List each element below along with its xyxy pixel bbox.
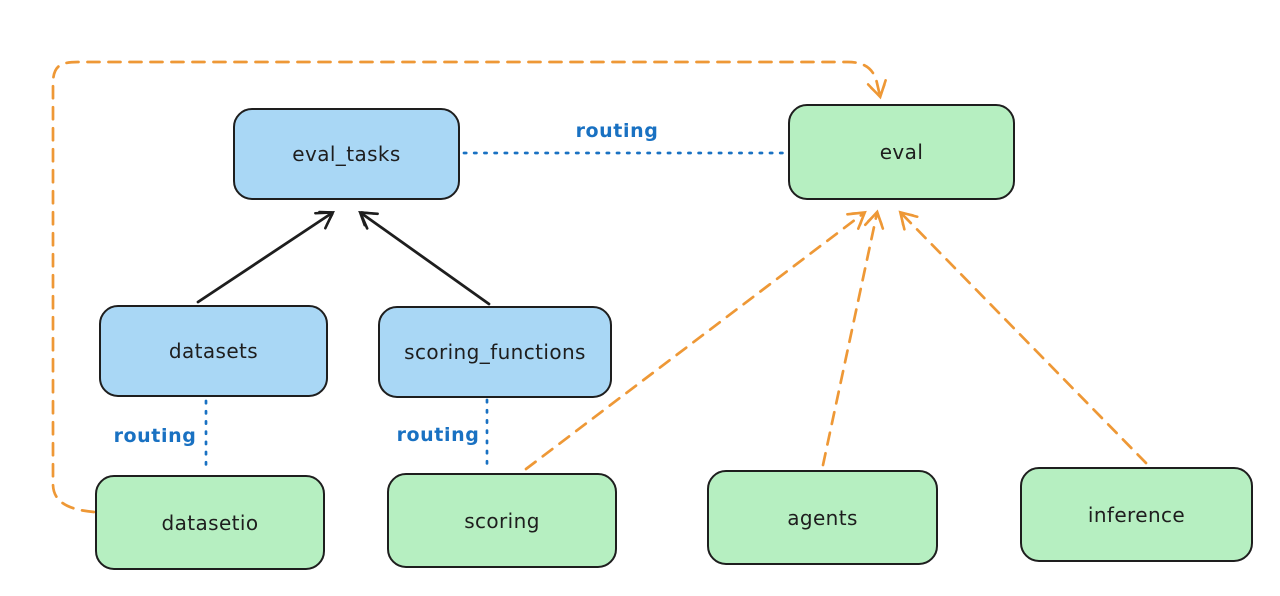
edge-scoring-functions-to-eval-tasks bbox=[358, 210, 491, 306]
node-scoring-functions[interactable]: scoring_functions bbox=[378, 306, 612, 398]
node-agents-label: agents bbox=[787, 505, 858, 530]
node-datasetio[interactable]: datasetio bbox=[95, 475, 325, 570]
node-eval-tasks-label: eval_tasks bbox=[292, 142, 401, 166]
node-datasets-label: datasets bbox=[168, 339, 259, 363]
node-scoring-functions-label: scoring_functions bbox=[404, 340, 586, 364]
node-scoring-label: scoring bbox=[464, 508, 540, 533]
edge-agents-to-eval bbox=[821, 209, 885, 467]
node-agents[interactable]: agents bbox=[707, 470, 938, 565]
node-inference[interactable]: inference bbox=[1020, 467, 1253, 562]
node-inference-label: inference bbox=[1087, 502, 1186, 527]
node-datasetio-label: datasetio bbox=[161, 510, 259, 535]
edge-label-routing-datasets-datasetio: routing bbox=[113, 425, 197, 447]
edge-label-routing-eval-tasks-eval: routing bbox=[575, 120, 659, 142]
edge-scoring-to-eval bbox=[524, 210, 867, 471]
edge-label-routing-scoring-functions-scoring: routing bbox=[396, 424, 480, 446]
node-datasets[interactable]: datasets bbox=[99, 305, 328, 397]
edge-datasetio-to-eval-loop bbox=[51, 60, 887, 514]
node-eval-label: eval bbox=[879, 140, 924, 164]
node-scoring[interactable]: scoring bbox=[387, 473, 617, 568]
node-eval[interactable]: eval bbox=[788, 104, 1015, 200]
edge-datasets-to-eval-tasks bbox=[196, 210, 335, 304]
node-eval-tasks[interactable]: eval_tasks bbox=[233, 108, 460, 200]
edge-inference-to-eval bbox=[898, 210, 1148, 465]
